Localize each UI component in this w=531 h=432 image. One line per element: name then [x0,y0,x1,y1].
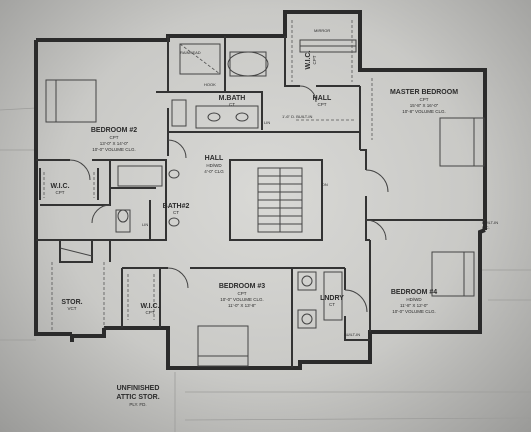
svg-text:DN: DN [322,182,328,187]
svg-text:BEDROOM #2: BEDROOM #2 [91,127,137,134]
bathroom-fixtures [115,39,357,329]
label-attic: UNFINISHED ATTIC STOR. PLY. FD. [116,385,159,407]
svg-text:1'-6" D. BUILT-IN: 1'-6" D. BUILT-IN [282,114,312,119]
sheet-guide-lines [0,107,531,432]
svg-text:BUILT-IN: BUILT-IN [344,332,360,337]
label-bedroom4: BEDROOM #4 HD/WD 11'-8" X 12'-0" 10'-0" … [391,289,437,314]
svg-text:BEDROOM #3: BEDROOM #3 [219,283,265,290]
label-master-bedroom: MASTER BEDROOM CPT 15'-8" X 16'-0" 10'-8… [390,89,458,114]
svg-text:10'-0" VOLUME CLG.: 10'-0" VOLUME CLG. [392,309,435,314]
svg-text:HD/WD: HD/WD [406,297,422,302]
label-hall-center: HALL HD/WD 4'-0" CLG [204,155,224,174]
notes: RAINHEAD HOOK MIRROR 1'-6" D. BUILT-IN B… [142,28,498,337]
svg-text:W.I.C.: W.I.C. [305,50,312,69]
staircase [257,167,303,233]
svg-text:11'-0" X 13'-8": 11'-0" X 13'-8" [228,303,256,308]
label-wic-left: W.I.C. CPT [50,183,69,195]
svg-text:CT: CT [329,302,335,307]
svg-text:STOR.: STOR. [61,299,82,306]
bed-bedroom2 [45,79,97,123]
svg-text:15'-8" X 16'-0": 15'-8" X 16'-0" [410,103,439,108]
svg-text:HOOK: HOOK [204,82,216,87]
label-wic-top: W.I.C. CPT [305,50,317,69]
label-bedroom2: BEDROOM #2 CPT 13'-0" X 14'-0" 10'-0" VO… [91,127,137,152]
svg-text:10'-0" VOLUME CLG.: 10'-0" VOLUME CLG. [92,147,135,152]
label-lndry: LNDRY CT [320,295,344,307]
svg-text:BATH#2: BATH#2 [163,203,190,210]
svg-text:CT: CT [173,210,179,215]
interior-walls [36,36,485,368]
label-mbath: M.BATH CT [219,95,246,107]
svg-text:HD/WD: HD/WD [206,163,222,168]
label-stor: STOR. VCT [61,299,82,311]
svg-text:LIN: LIN [264,120,270,125]
svg-text:CPT: CPT [56,190,65,195]
svg-text:ATTIC STOR.: ATTIC STOR. [116,394,159,401]
svg-text:UNFINISHED: UNFINISHED [117,385,160,392]
svg-text:CPT: CPT [110,135,119,140]
svg-text:CPT: CPT [146,310,155,315]
svg-text:MASTER BEDROOM: MASTER BEDROOM [390,89,458,96]
label-wic-bottom: W.I.C. CPT [140,303,159,315]
svg-text:PLY. FD.: PLY. FD. [129,402,146,407]
bed-bedroom4 [431,251,475,297]
svg-text:11'-8" X 12'-0": 11'-8" X 12'-0" [400,303,428,308]
svg-text:MIRROR: MIRROR [314,28,330,33]
svg-text:10'-0" VOLUME CLG.: 10'-0" VOLUME CLG. [220,297,263,302]
closet-rods [43,20,373,320]
svg-text:RAINHEAD: RAINHEAD [180,50,201,55]
svg-text:HALL: HALL [205,155,224,162]
bed-bedroom3 [197,325,249,367]
label-hall-top: HALL CPT [313,95,332,107]
svg-text:W.I.C.: W.I.C. [140,303,159,310]
svg-text:CPT: CPT [318,102,327,107]
svg-text:BEDROOM #4: BEDROOM #4 [391,289,437,296]
svg-text:CPT: CPT [312,55,317,64]
bed-master [439,117,485,167]
svg-text:CPT: CPT [420,97,429,102]
svg-text:CPT: CPT [238,291,247,296]
svg-text:W.I.C.: W.I.C. [50,183,69,190]
svg-text:BUILT-IN: BUILT-IN [482,220,498,225]
exterior-walls [34,10,487,370]
svg-text:B.C.: B.C. [482,225,490,230]
svg-text:LIN: LIN [142,222,148,227]
svg-text:CT: CT [229,102,235,107]
svg-text:10'-8" VOLUME CLG.: 10'-8" VOLUME CLG. [402,109,445,114]
svg-text:4'-0" CLG: 4'-0" CLG [204,169,224,174]
svg-text:LNDRY: LNDRY [320,295,344,302]
label-bath2: BATH#2 CT [163,203,190,215]
attic-stair-lines [51,247,105,330]
door-swings [69,85,389,313]
label-bedroom3: BEDROOM #3 CPT 10'-0" VOLUME CLG. 11'-0"… [219,283,265,308]
svg-text:13'-0" X 14'-0": 13'-0" X 14'-0" [100,141,129,146]
svg-text:HALL: HALL [313,95,332,102]
svg-text:M.BATH: M.BATH [219,95,246,102]
svg-text:VCT: VCT [68,306,77,311]
